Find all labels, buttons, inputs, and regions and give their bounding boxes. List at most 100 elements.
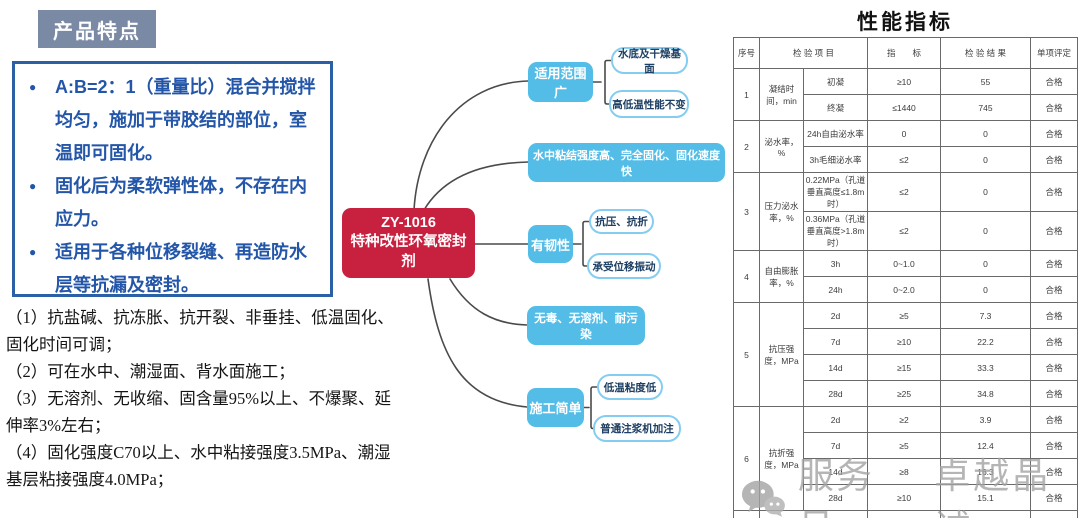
mindmap-branch-toughness: 有韧性 — [528, 225, 573, 263]
result-cell: 1.28 — [940, 510, 1031, 518]
spec-cell: 0~1.0 — [867, 250, 941, 277]
row-index-cell: 2 — [733, 120, 760, 173]
condition-cell: 0.36MPa（孔道垂直高度>1.8m时） — [803, 211, 868, 251]
result-cell: 0 — [940, 120, 1031, 147]
verdict-cell: 合格 — [1030, 406, 1078, 433]
condition-cell: 28d — [803, 484, 868, 511]
section-title: 产品特点 — [53, 20, 141, 43]
feature-box: A:B=2：1（重量比）混合并搅拌均匀，施加于带胶结的部位，室温即可固化。 固化… — [12, 61, 333, 297]
spec-cell: ≥10 — [867, 68, 941, 95]
condition-cell: 7d — [803, 432, 868, 459]
result-cell: 15.1 — [940, 484, 1031, 511]
verdict-cell: 合格 — [1030, 146, 1078, 173]
spec-cell: ≥2 — [867, 406, 941, 433]
condition-cell: 终凝 — [803, 94, 868, 121]
row-index-cell: 5 — [733, 302, 760, 407]
list-item: 固化后为柔软弹性体，不存在内应力。 — [27, 170, 320, 236]
mindmap-center-node: ZY-1016 特种改性环氧密封剂 — [342, 208, 475, 278]
spec-cell: ≥5 — [867, 432, 941, 459]
result-cell: 3.9 — [940, 406, 1031, 433]
condition-cell: 24h自由泌水率 — [803, 120, 868, 147]
verdict-cell: 合格 — [1030, 328, 1078, 355]
note-item: （4）固化强度C70以上、水中粘接强度3.5MPa、潮湿基层粘接强度4.0MPa… — [6, 443, 391, 489]
result-cell: 0 — [940, 250, 1031, 277]
result-cell: 22.2 — [940, 328, 1031, 355]
spec-cell: ≥25 — [867, 380, 941, 407]
condition-cell: 3h毛细泌水率 — [803, 146, 868, 173]
spec-cell: ≥10 — [867, 484, 941, 511]
result-cell: 0 — [940, 172, 1031, 212]
row-index-cell: 4 — [733, 250, 760, 303]
product-code: ZY-1016 — [381, 215, 436, 232]
table-row: 7粘结强度，MPa≥1.01.28合格 — [733, 510, 1078, 518]
column-header: 单项评定 — [1030, 37, 1078, 69]
list-item: 适用于各种位移裂缝、再造防水层等抗漏及密封。 — [27, 236, 320, 302]
spec-cell: 0 — [867, 120, 941, 147]
spec-cell: ≥1.0 — [867, 510, 941, 518]
mindmap-leaf: 水底及干燥基面 — [611, 47, 688, 75]
spec-cell: ≤2 — [867, 146, 941, 173]
spec-cell: ≥15 — [867, 354, 941, 381]
condition-cell: 0.22MPa（孔道垂直高度≤1.8m时） — [803, 172, 868, 212]
note-item: （1）抗盐碱、抗冻胀、抗开裂、非垂挂、低温固化、固化时间可调； — [6, 308, 394, 354]
mindmap-leaf: 普通注浆机加注 — [593, 415, 681, 442]
verdict-cell: 合格 — [1030, 380, 1078, 407]
mindmap-leaf: 抗压、抗折 — [589, 209, 654, 234]
mindmap-leaf: 承受位移振动 — [587, 253, 661, 279]
row-index-cell: 1 — [733, 68, 760, 121]
spec-cell: ≥10 — [867, 328, 941, 355]
note-item: （3）无溶剂、无收缩、固含量95%以上、不爆聚、延伸率3%左右； — [6, 389, 391, 435]
mindmap-leaf: 低温粘度低 — [597, 374, 663, 400]
condition-cell: 24h — [803, 276, 868, 303]
row-index-cell: 3 — [733, 172, 760, 251]
result-cell: 16.3 — [940, 458, 1031, 485]
verdict-cell: 合格 — [1030, 484, 1078, 511]
mindmap-leaf: 高低温性能不变 — [609, 90, 689, 118]
column-header: 序号 — [733, 37, 760, 69]
verdict-cell: 合格 — [1030, 458, 1078, 485]
result-cell: 0 — [940, 276, 1031, 303]
test-item-cell: 粘结强度，MPa — [759, 510, 868, 518]
verdict-cell: 合格 — [1030, 211, 1078, 251]
mindmap-branch-easy-construction: 施工简单 — [527, 388, 584, 427]
mindmap-branch-nontoxic: 无毒、无溶剂、耐污染 — [527, 306, 645, 345]
verdict-cell: 合格 — [1030, 276, 1078, 303]
result-cell: 745 — [940, 94, 1031, 121]
verdict-cell: 合格 — [1030, 250, 1078, 277]
spec-cell: ≤1440 — [867, 94, 941, 121]
spec-cell: ≥8 — [867, 458, 941, 485]
spec-cell: ≥5 — [867, 302, 941, 329]
result-cell: 34.8 — [940, 380, 1031, 407]
test-item-cell: 抗压强度，MPa — [759, 302, 804, 407]
note-item: （2）可在水中、潮湿面、背水面施工； — [6, 362, 295, 381]
test-item-cell: 凝结时间，min — [759, 68, 804, 121]
section-title-badge: 产品特点 — [38, 10, 156, 48]
column-header: 检 验 结 果 — [940, 37, 1031, 69]
test-item-cell: 自由膨胀率，% — [759, 250, 804, 303]
list-item: A:B=2：1（重量比）混合并搅拌均匀，施加于带胶结的部位，室温即可固化。 — [27, 71, 320, 170]
condition-cell: 14d — [803, 354, 868, 381]
verdict-cell: 合格 — [1030, 510, 1078, 518]
condition-cell: 2d — [803, 406, 868, 433]
spec-cell: ≤2 — [867, 172, 941, 212]
verdict-cell: 合格 — [1030, 94, 1078, 121]
verdict-cell: 合格 — [1030, 68, 1078, 95]
table-header-row: 序号 检 验 项 目 指 标 检 验 结 果 单项评定 — [733, 37, 1078, 69]
verdict-cell: 合格 — [1030, 432, 1078, 459]
feature-list: A:B=2：1（重量比）混合并搅拌均匀，施加于带胶结的部位，室温即可固化。 固化… — [27, 71, 320, 302]
condition-cell: 2d — [803, 302, 868, 329]
spec-cell: 0~2.0 — [867, 276, 941, 303]
result-cell: 0 — [940, 146, 1031, 173]
